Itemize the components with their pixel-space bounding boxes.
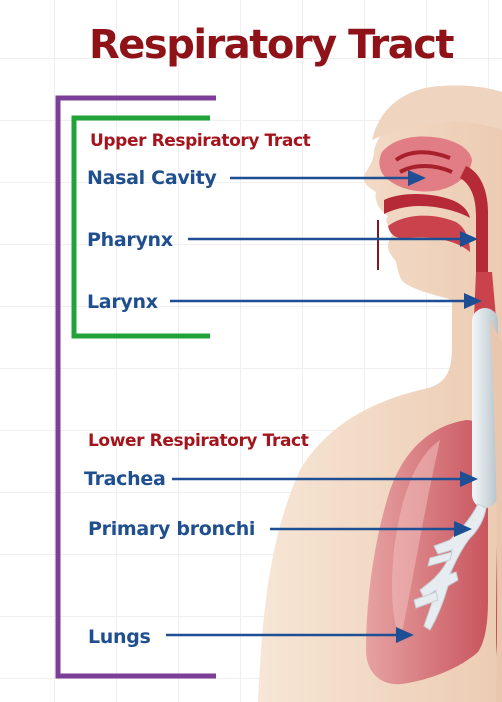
label-nasal-cavity: Nasal Cavity — [87, 167, 217, 189]
arrow-larynx — [170, 293, 482, 309]
page-title: Respiratory Tract — [89, 22, 454, 68]
lower-tract-heading: Lower Respiratory Tract — [88, 431, 309, 451]
label-pharynx: Pharynx — [87, 229, 173, 251]
label-lungs: Lungs — [88, 626, 151, 648]
upper-tract-heading: Upper Respiratory Tract — [90, 131, 311, 151]
label-primary-bronchi: Primary bronchi — [88, 518, 255, 540]
label-larynx: Larynx — [87, 291, 158, 313]
label-trachea: Trachea — [84, 468, 165, 490]
